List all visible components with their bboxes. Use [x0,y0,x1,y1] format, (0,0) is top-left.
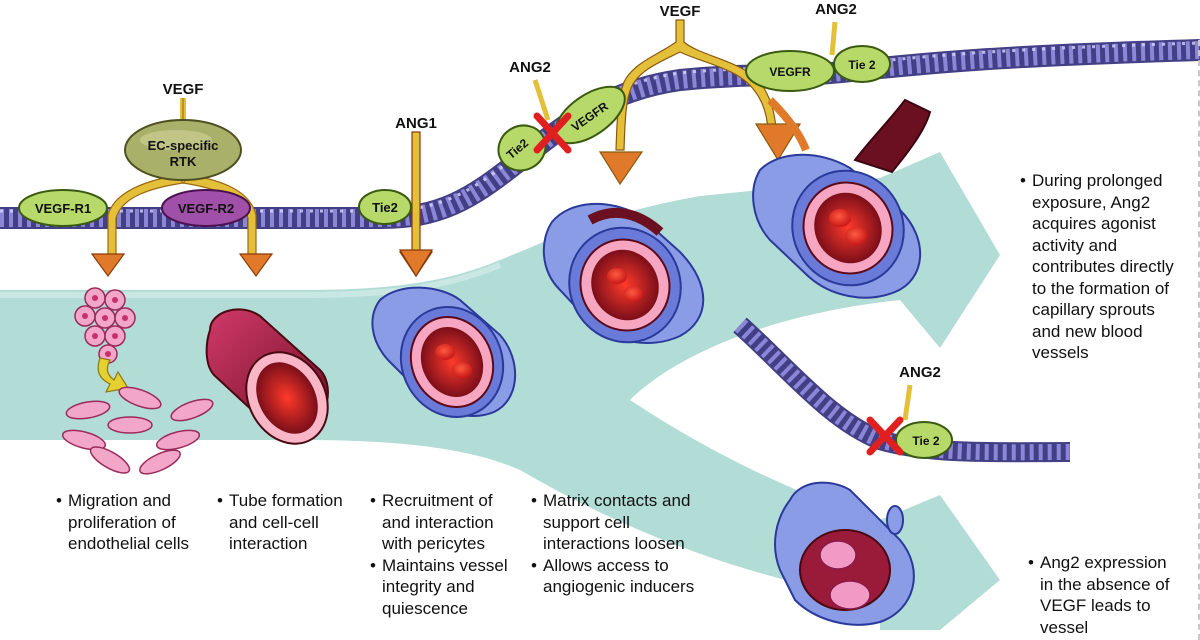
ec-rtk-label-line1: EC-specific [148,138,219,153]
vegfr-top-receptor [745,50,835,92]
vegf-left-label: VEGF [163,81,204,98]
vegfr-top-label: VEGFR [769,65,811,79]
caption-matrix-item-1: Matrix contacts and support cell interac… [531,490,696,555]
tie2-ang1-receptor [358,189,412,225]
caption-matrix-item-2: Allows access to angiogenic inducers [531,555,696,598]
tube-vessel [205,308,329,445]
caption-tube: Tube formation and cell-cell interaction [217,490,357,555]
caption-migration-item: Migration and proliferation of endotheli… [56,490,206,555]
cell-membrane [0,39,1200,229]
pericyte-vessel [371,286,517,418]
yellow-curved-arrow [97,357,129,393]
ang2-lower-label: ANG2 [899,364,941,381]
ang2-stems [532,21,913,421]
ang2-top-label: ANG2 [815,1,857,18]
tie2-top-receptor [833,45,891,83]
caption-tube-item: Tube formation and cell-cell interaction [217,490,357,555]
ang1-label: ANG1 [395,115,437,132]
ec-rtk-receptor [124,119,242,181]
down-arrows [90,131,434,278]
migrating-cells [61,386,214,475]
red-x-lower [866,416,904,456]
caption-pericytes-item-2: Maintains vessel integrity and quiescenc… [370,555,520,620]
vegf-r2-label: VEGF-R2 [178,201,234,216]
caption-matrix: Matrix contacts and support cell interac… [531,490,696,598]
caption-prolonged-item: During prolonged exposure, Ang2 acquires… [1020,170,1182,364]
vegf-r2-receptor [161,189,251,227]
vegf-r1-label: VEGF-R1 [35,201,91,216]
vegf-top-fork [598,19,810,186]
ang2-blocked-label: ANG2 [509,59,551,76]
cluster-nuclei [82,295,128,357]
caption-regression: Ang2 expression in the absence of VEGF l… [1028,552,1178,638]
tie2-lower-label: Tie 2 [912,434,939,448]
loosened-vessel [542,202,705,344]
ec-rtk-label-line2: RTK [170,154,197,169]
tie2-ang1-label: Tie2 [372,200,398,215]
caption-regression-item: Ang2 expression in the absence of VEGF l… [1028,552,1178,638]
caption-migration: Migration and proliferation of endotheli… [56,490,206,555]
sprouting-vessel [752,98,932,299]
tie2-top-label: Tie 2 [848,58,875,72]
vegf-top-label: VEGF [660,3,701,20]
vegf-r1-receptor [18,189,108,227]
right-dashed-border [1192,40,1200,640]
caption-prolonged: During prolonged exposure, Ang2 acquires… [1020,170,1182,364]
caption-pericytes: Recruitment of and interaction with peri… [370,490,520,619]
tie2-blocked-receptor [497,124,547,172]
regressing-vessel [774,481,915,626]
caption-pericytes-item-1: Recruitment of and interaction with peri… [370,490,520,555]
tie2-lower-receptor [895,421,953,459]
red-x-upper [533,112,572,154]
